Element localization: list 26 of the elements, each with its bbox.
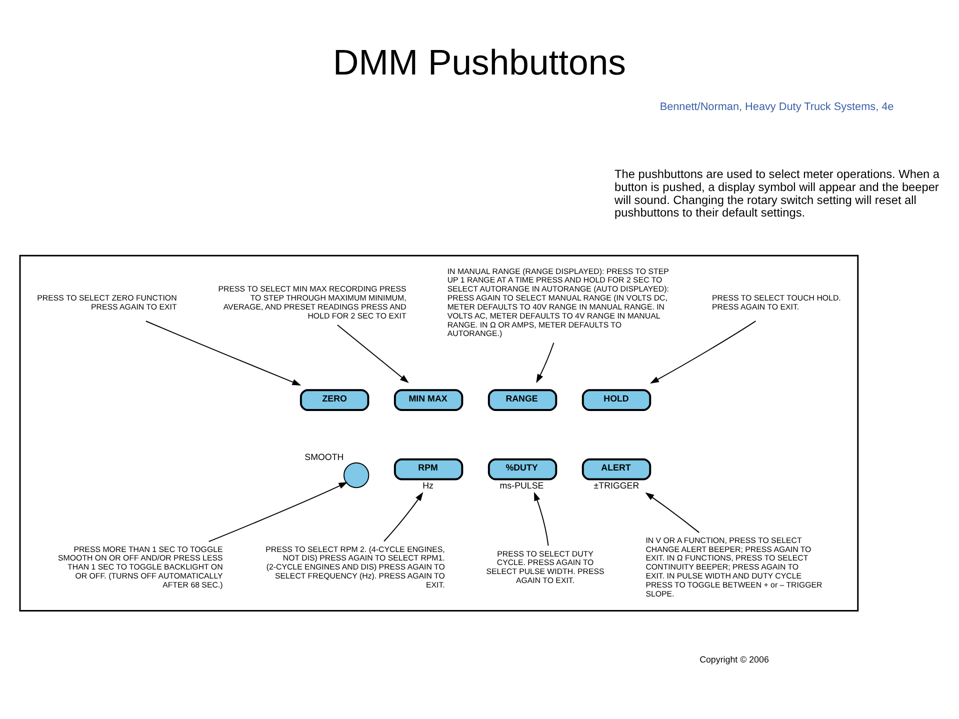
node-label: SMOOTH — [304, 452, 344, 462]
label: The pushbuttons are used to select meter operations. When a button is pushed, a display symbol will appear and the beeper will sound. Changing the rotary switch setting will reset all pushbuttons to their default settings. — [614, 166, 940, 220]
cluster — [19, 254, 859, 612]
arrow — [645, 492, 700, 533]
arrow — [336, 324, 409, 383]
arrow — [208, 481, 348, 542]
node-label: Hz — [422, 480, 434, 490]
node-circle — [343, 462, 370, 488]
node-text: PRESS TO SELECT DUTY CYCLE. PRESS AGAIN TO SELECT PULSE WIDTH. PRESS AGAIN TO EXIT. — [486, 548, 604, 584]
arrow — [384, 492, 424, 542]
label: Copyright © 2006 — [700, 654, 769, 664]
node-text: IN V OR A FUNCTION, PRESS TO SELECT CHANGE ALERT BEEPER; PRESS AGAIN TO EXIT. IN Ω FUNCTIONS, PRESS TO SELECT CONTINUITY BEEPER; PRESS AGAIN TO EXIT. IN PULSE WIDTH AND DUTY CYCLE PRESS TO TOGGLE BETWEEN + or – TRIGGER SLOPE. — [646, 535, 822, 598]
node-text: PRESS TO SELECT TOUCH HOLD. PRESS AGAIN TO EXIT. — [712, 293, 841, 311]
arrow — [534, 491, 549, 546]
node-text: PRESS TO SELECT ZERO FUNCTION PRESS AGAIN TO EXIT — [37, 293, 177, 311]
arrow — [650, 320, 756, 384]
arrow — [145, 320, 302, 385]
node-text: IN MANUAL RANGE (RANGE DISPLAYED): PRESS TO STEP UP 1 RANGE AT A TIME PRESS AND HOLD FOR 2 SEC TO SELECT AUTORANGE IN AUTORANGE (AUTO DISPLAYED): PRESS AGAIN TO SELECT MANUAL RANGE (IN VOLTS DC, METER DEFAULTS TO 40V RANGE IN MANUAL RANGE. IN VOLTS AC, METER DEFAULTS TO 4V RANGE IN MANUAL RANGE. IN Ω OR AMPS, METER DEFAULTS TO AUTORANGE.) — [447, 266, 669, 338]
label: Bennett/Norman, Heavy Duty Truck Systems, 4e — [660, 100, 894, 113]
node-label: ±TRIGGER — [594, 480, 640, 490]
node-text: PRESS TO SELECT MIN MAX RECORDING PRESS TO STEP THROUGH MAXIMUM MINIMUM, AVERAGE, AND PRESET READINGS PRESS AND HOLD FOR 2 SEC TO EXIT — [218, 284, 406, 320]
node-label: ms-PULSE — [500, 480, 544, 490]
diagram-title: DMM Pushbuttons — [333, 42, 626, 82]
node-text: PRESS MORE THAN 1 SEC TO TOGGLE SMOOTH ON OR OFF AND/OR PRESS LESS THAN 1 SEC TO TOGGLE BACKLIGHT ON OR OFF. (TURNS OFF AUTOMATICALLY AFTER 68 SEC.) — [58, 544, 223, 589]
arrow — [536, 342, 554, 383]
node-text: PRESS TO SELECT RPM 2. (4-CYCLE ENGINES, NOT DIS) PRESS AGAIN TO SELECT RPM1. (2-CYCLE ENGINES AND DIS) PRESS AGAIN TO SELECT FREQUENCY (Hz). PRESS AGAIN TO EXIT. — [266, 544, 445, 589]
